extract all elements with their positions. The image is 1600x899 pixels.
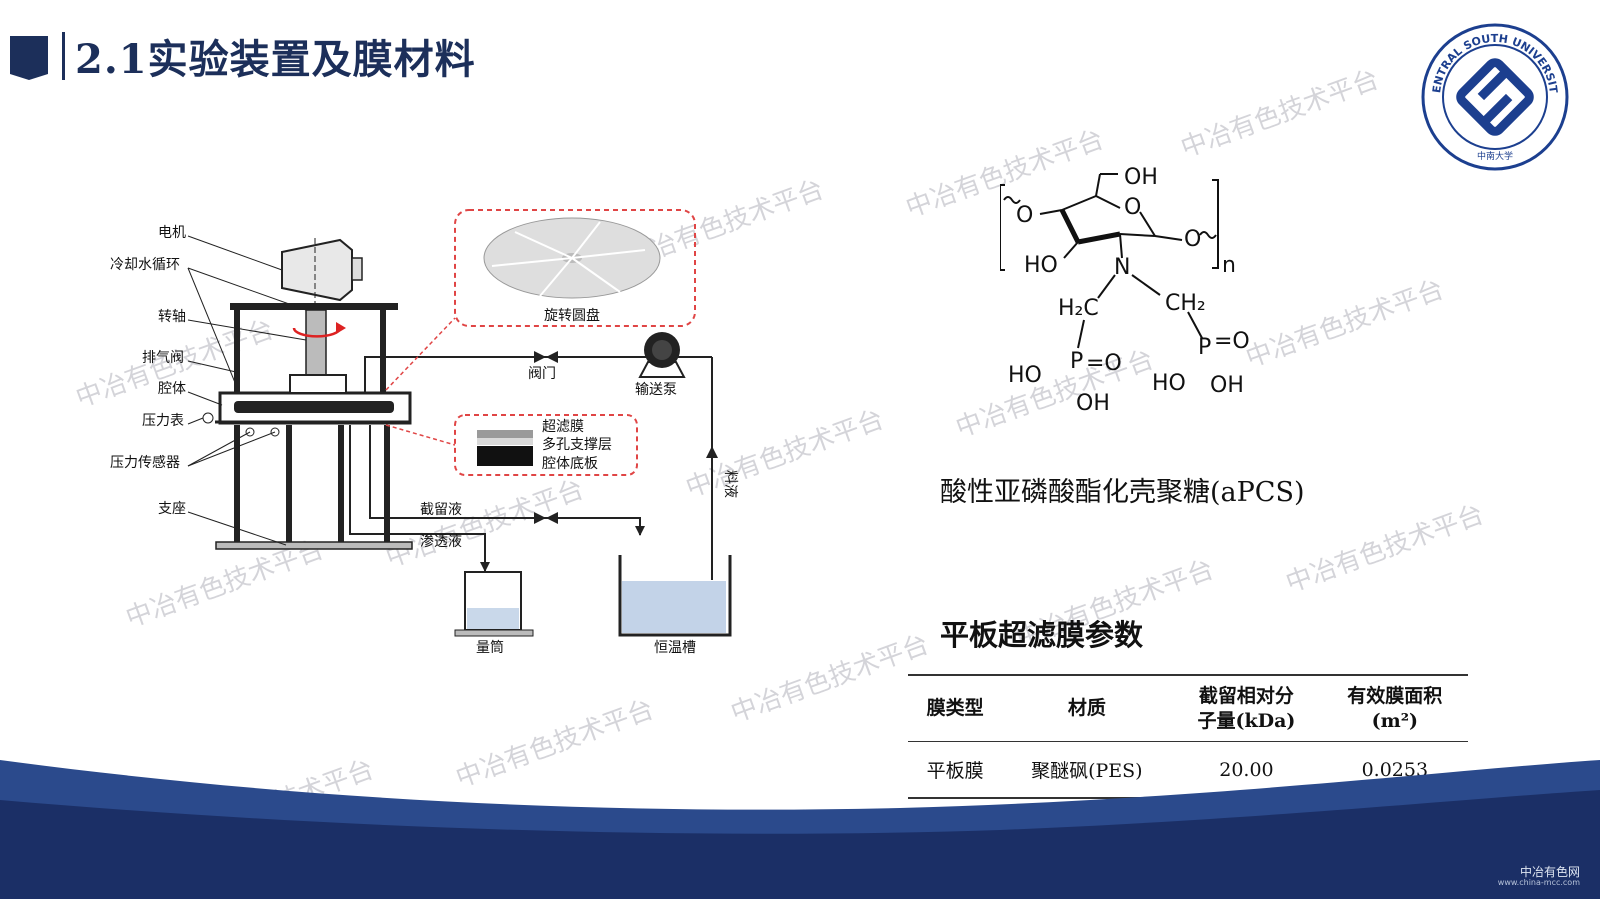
- label-bath: 恒温槽: [654, 640, 696, 656]
- chemical-structure: OH O O O HO N n H₂C CH₂ HO P =O OH P =O …: [1000, 165, 1250, 416]
- svg-text:O: O: [1124, 195, 1141, 220]
- pump-icon: [638, 332, 686, 378]
- university-logo: CENTRAL SOUTH UNIVERSITY 中南大学: [1420, 22, 1569, 171]
- slide-title-bar: 2.1实验装置及膜材料: [0, 28, 476, 83]
- table-title: 平板超滤膜参数: [940, 618, 1144, 652]
- label-membrane: 超滤膜: [542, 419, 584, 435]
- apparatus-diagram: 电机 冷却水循环 转轴 排气阀 腔体 压力表 压力传感器 支座 旋转圆盘 阀门 …: [110, 209, 738, 656]
- label-porous-layer: 多孔支撑层: [542, 436, 612, 453]
- label-retentate: 截留液: [420, 502, 462, 518]
- label-pump: 输送泵: [635, 382, 677, 398]
- label-cooling: 冷却水循环: [110, 257, 180, 273]
- thermostatic-bath-icon: [618, 555, 732, 637]
- table-header-cell: 膜类型: [908, 674, 1003, 743]
- watermark: 中冶有色技术平台: [1177, 64, 1383, 164]
- svg-text:O: O: [1016, 203, 1033, 228]
- footer-wave-banner: [0, 760, 1600, 899]
- title-marker-icon: [10, 35, 48, 80]
- motor-icon: [281, 238, 363, 305]
- svg-text:H₂C: H₂C: [1058, 296, 1099, 321]
- label-cylinder: 量筒: [476, 639, 504, 656]
- svg-text:CH₂: CH₂: [1165, 291, 1206, 316]
- table-header-cell: 材质: [1002, 674, 1172, 743]
- watermark: 中冶有色技术平台: [1282, 499, 1488, 599]
- svg-text:n: n: [1222, 253, 1236, 278]
- page-title: 2.1实验装置及膜材料: [75, 35, 476, 83]
- svg-text:OH: OH: [1124, 165, 1158, 190]
- label-cavity: 腔体: [158, 381, 186, 397]
- label-motor: 电机: [158, 225, 186, 241]
- svg-text:N: N: [1114, 255, 1130, 280]
- svg-text:P: P: [1070, 349, 1083, 374]
- label-pressure-gauge: 压力表: [142, 413, 184, 429]
- svg-text:OH: OH: [1210, 373, 1244, 398]
- svg-text:O: O: [1184, 227, 1201, 252]
- svg-text:HO: HO: [1024, 253, 1058, 278]
- label-shaft: 转轴: [158, 309, 186, 325]
- label-cavity-base: 腔体底板: [542, 456, 598, 472]
- label-vent-valve: 排气阀: [142, 350, 184, 366]
- brand-mark: 中冶有色网 www.china-mcc.com: [1497, 865, 1580, 888]
- table-cell: 平板膜: [908, 741, 1003, 800]
- label-support: 支座: [158, 501, 186, 517]
- svg-text:HO: HO: [1152, 371, 1186, 396]
- label-permeate: 渗透液: [420, 534, 462, 550]
- table-header-cell: 截留相对分 子量(kDa): [1171, 674, 1322, 743]
- svg-text:P: P: [1198, 335, 1211, 360]
- measuring-cylinder-icon: [454, 571, 534, 637]
- table-header-cell: 有效膜面积 (m²): [1321, 674, 1468, 743]
- svg-text:=O: =O: [1086, 351, 1122, 376]
- table-cell: 聚醚砜(PES): [1002, 741, 1172, 800]
- label-feed: 料液: [722, 470, 738, 498]
- label-rotating-disk: 旋转圆盘: [544, 307, 600, 324]
- title-divider: [62, 31, 65, 80]
- label-pressure-sensor: 压力传感器: [110, 454, 180, 471]
- brand-url: www.china-mcc.com: [1497, 878, 1580, 888]
- svg-text:中南大学: 中南大学: [1477, 150, 1513, 162]
- svg-text:OH: OH: [1076, 391, 1110, 416]
- svg-text:=O: =O: [1214, 329, 1250, 354]
- compound-name: 酸性亚磷酸酯化壳聚糖(aPCS): [940, 477, 1305, 508]
- svg-text:HO: HO: [1008, 363, 1042, 388]
- brand-name: 中冶有色网: [1519, 865, 1580, 879]
- label-valve: 阀门: [528, 366, 556, 382]
